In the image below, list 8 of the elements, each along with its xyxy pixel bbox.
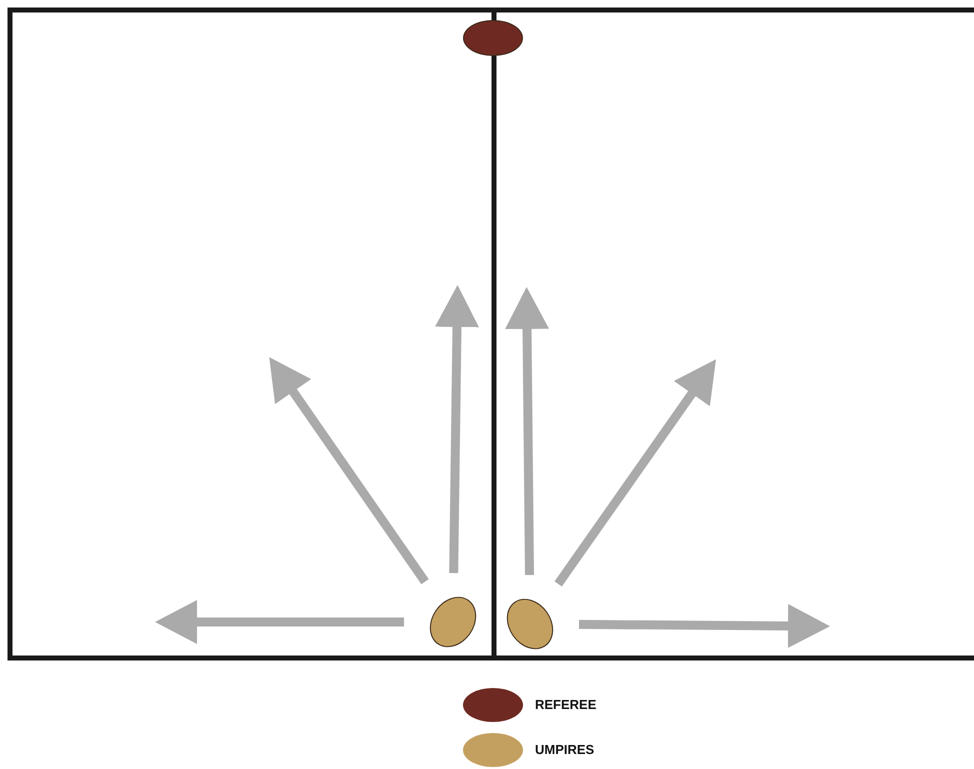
arrow xyxy=(578,604,830,648)
arrow xyxy=(505,287,550,576)
arrow xyxy=(434,285,479,574)
arrow xyxy=(269,357,429,584)
legend-label: UMPIRES xyxy=(535,741,594,760)
arrow xyxy=(554,359,716,586)
legend-label: REFEREE xyxy=(535,696,596,714)
arrow xyxy=(155,600,404,644)
